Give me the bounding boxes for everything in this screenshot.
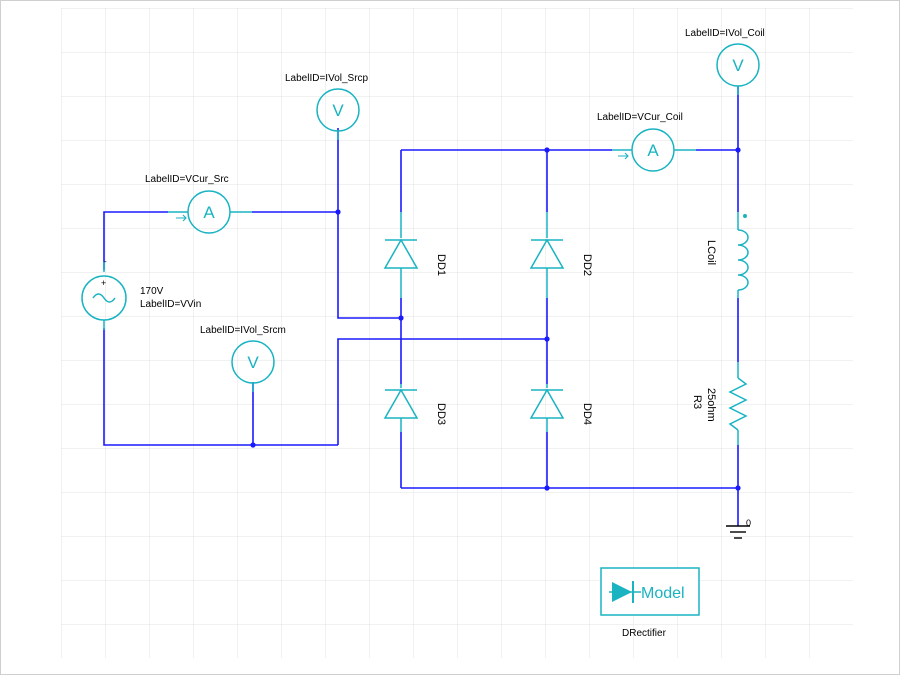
junction-dot (398, 315, 404, 321)
svg-text:+: + (101, 278, 106, 288)
resistor-r3[interactable]: 25ohm R3 (691, 362, 748, 445)
ground[interactable]: 0 (726, 488, 751, 539)
source-id-label: LabelID=VVin (140, 299, 201, 310)
resistor-value-label: 25ohm (705, 388, 717, 422)
diode-dd4[interactable]: DD4 (529, 384, 593, 432)
model-box (600, 567, 700, 616)
meter-label: LabelID=IVol_Coil (685, 28, 765, 39)
inductor-lcoil[interactable]: LCoil (705, 212, 749, 298)
grid-background (61, 8, 853, 658)
diode-label: DD2 (581, 254, 593, 276)
inductor-icon (737, 229, 749, 291)
junction-dot (335, 209, 341, 215)
wire-to-left-bridge-node[interactable] (337, 212, 401, 319)
diode-label: DD3 (435, 403, 447, 425)
ammeter-vcur-src[interactable]: A LabelID=VCur_Src (145, 174, 252, 234)
meter-label: LabelID=VCur_Src (145, 174, 229, 185)
voltmeter-ivol-srcm[interactable]: V LabelID=IVol_Srcm (200, 325, 286, 392)
junction-dot (250, 442, 256, 448)
resistor-icon (728, 377, 748, 431)
wire-to-right-bridge-node[interactable] (337, 338, 547, 445)
ammeter-icon (187, 190, 231, 234)
ammeter-icon (631, 128, 675, 172)
source-value-label: 170V (140, 286, 164, 297)
diode-dd2[interactable]: DD2 (529, 212, 593, 298)
junction-dot (544, 485, 550, 491)
model-text: Model (641, 585, 685, 602)
meter-letter: A (203, 203, 215, 222)
diode-dd3[interactable]: DD3 (383, 384, 447, 432)
meter-letter: A (647, 141, 659, 160)
svg-text:-: - (104, 257, 107, 266)
junctions (250, 147, 741, 491)
wires (103, 86, 739, 489)
voltmeter-ivol-coil[interactable]: V LabelID=IVol_Coil (685, 28, 765, 95)
ac-voltage-source[interactable]: + - 170V LabelID=VVin (81, 257, 201, 330)
wire-source-bottom[interactable] (103, 328, 338, 446)
meter-label: LabelID=VCur_Coil (597, 112, 683, 123)
meter-letter: V (247, 353, 259, 372)
polarity-dot (743, 214, 747, 218)
wire-source-to-vcur-src[interactable] (103, 211, 168, 270)
ammeter-vcur-coil[interactable]: A LabelID=VCur_Coil (597, 112, 696, 172)
model-block-drectifier[interactable]: Model DRectifier (600, 567, 700, 639)
meter-letter: V (732, 56, 744, 75)
model-caption: DRectifier (622, 628, 667, 639)
meter-letter: V (332, 101, 344, 120)
ground-icon (726, 525, 750, 539)
resistor-label: R3 (691, 395, 703, 409)
junction-dot (544, 147, 550, 153)
junction-dot (735, 147, 741, 153)
diode-dd1[interactable]: DD1 (383, 212, 447, 298)
ground-label: 0 (746, 518, 751, 528)
diode-label: DD1 (435, 254, 447, 276)
inductor-label: LCoil (705, 240, 717, 265)
diode-label: DD4 (581, 403, 593, 425)
meter-label: LabelID=IVol_Srcp (285, 73, 369, 84)
junction-dot (544, 336, 550, 342)
diode-model-icon (609, 581, 641, 603)
voltmeter-ivol-srcp[interactable]: V LabelID=IVol_Srcp (285, 73, 369, 140)
meter-label: LabelID=IVol_Srcm (200, 325, 286, 336)
